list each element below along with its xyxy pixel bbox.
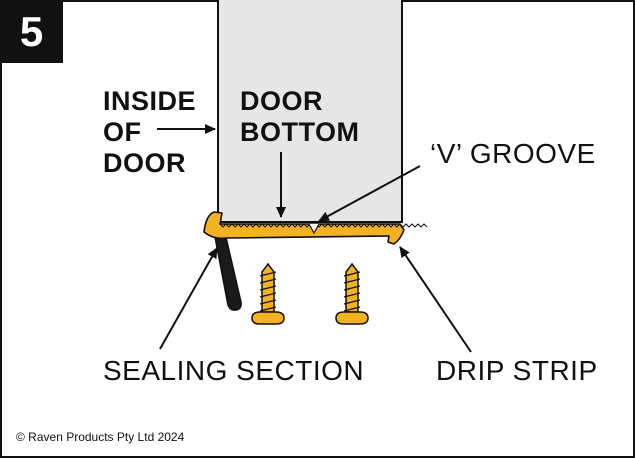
label-inside-line-1: INSIDE xyxy=(103,86,197,116)
arrow-sealing-section xyxy=(159,247,218,350)
label-drip-strip: DRIP STRIP xyxy=(436,355,598,386)
label-inside-of-door: INSIDE OF DOOR xyxy=(103,86,196,179)
screw-left xyxy=(251,262,285,325)
label-door-bottom: DOOR BOTTOM xyxy=(240,86,360,148)
label-door-bottom-line-2: BOTTOM xyxy=(240,117,360,147)
seal-channel xyxy=(203,211,405,245)
serrated-edge xyxy=(219,223,428,228)
label-inside-line-2: OF xyxy=(103,117,142,147)
screw-right xyxy=(335,262,369,325)
label-v-groove: ‘V’ GROOVE xyxy=(430,138,596,169)
arrow-drip-strip xyxy=(399,246,472,353)
sealing-insert xyxy=(214,231,242,311)
step-number-badge: 5 xyxy=(0,0,63,63)
label-inside-line-3: DOOR xyxy=(103,148,186,178)
door-slab xyxy=(217,0,403,223)
label-door-bottom-line-1: DOOR xyxy=(240,86,323,116)
v-groove-notch xyxy=(308,223,320,235)
copyright-notice: © Raven Products Pty Ltd 2024 xyxy=(16,430,185,444)
arrow-v-groove xyxy=(318,165,421,222)
label-sealing-section: SEALING SECTION xyxy=(103,355,365,386)
